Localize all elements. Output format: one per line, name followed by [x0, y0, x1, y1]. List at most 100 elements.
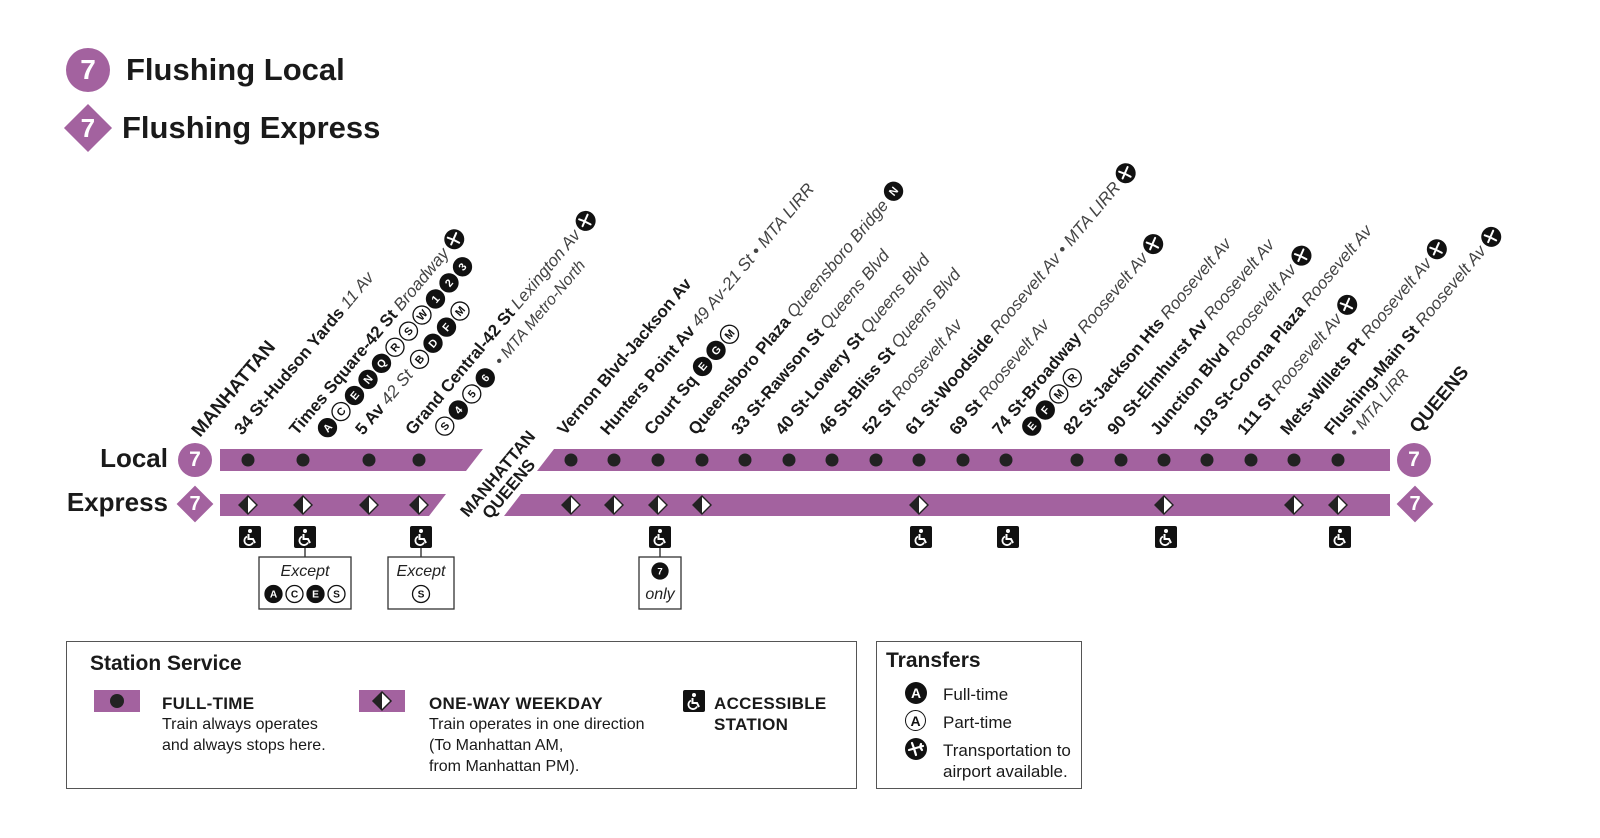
- header-express: 7 Flushing Express: [63, 103, 381, 153]
- accessible-icon: [997, 526, 1019, 548]
- svg-text:7: 7: [657, 566, 662, 577]
- express-one-way-stop-icon: [604, 495, 624, 515]
- local-title: Flushing Local: [126, 52, 345, 87]
- express-one-way-stop-icon: [293, 495, 313, 515]
- local-route-bullet-start: 7: [178, 443, 212, 477]
- route-F-bullet-icon: F: [436, 317, 457, 337]
- airport-icon: [575, 210, 596, 231]
- cross-street: 49 Av-21 St: [684, 250, 759, 334]
- route-E-bullet-icon: E: [306, 584, 325, 604]
- express-title: Flushing Express: [122, 110, 381, 145]
- header-local: 7 Flushing Local: [66, 48, 345, 92]
- airport-icon: [1481, 226, 1502, 247]
- express-one-way-stop-icon: [648, 495, 668, 515]
- local-stop-dot: [296, 453, 310, 467]
- local-stop-dot: [1200, 453, 1214, 467]
- route-C-bullet-icon: C: [285, 584, 304, 604]
- local-stop-dot: [738, 453, 752, 467]
- local-stop-dot: [1114, 453, 1128, 467]
- cross-street: Roosevelt Av: [983, 248, 1065, 341]
- local-stop-dot: [412, 453, 426, 467]
- route-A-bullet-icon: A: [317, 418, 338, 438]
- full-time-route-icon: A: [905, 682, 927, 704]
- accessible-icon: [239, 526, 261, 548]
- airport-icon: [1337, 294, 1358, 315]
- legend-airport-label-1: Transportation to: [943, 741, 1071, 760]
- svg-text:C: C: [291, 590, 299, 601]
- local-stop-dot: [1157, 453, 1171, 467]
- express-one-way-stop-icon: [238, 495, 258, 515]
- accessible-icon: [1329, 526, 1351, 548]
- legend-one-way-head: ONE-WAY WEEKDAY: [429, 694, 603, 713]
- route-D-bullet-icon: D: [423, 333, 443, 353]
- route-5-bullet-icon: 5: [462, 384, 482, 404]
- route-R-bullet-icon: R: [385, 337, 405, 357]
- express-bar-manhattan: [220, 494, 446, 516]
- legend-station-service: Station Service FULL-TIME Train always o…: [66, 641, 857, 789]
- accessible-icon: [294, 526, 316, 548]
- note-text: Except: [281, 563, 330, 580]
- part-time-route-icon: A: [905, 710, 926, 731]
- svg-text:E: E: [312, 590, 319, 601]
- route-B-bullet-icon: B: [409, 349, 430, 369]
- local-stop-dot: [564, 453, 578, 467]
- local-bar-manhattan: [220, 449, 483, 471]
- local-stop-dot: [362, 453, 376, 467]
- route-1-bullet-icon: 1: [425, 289, 446, 309]
- cross-street: 11 Av: [334, 267, 379, 316]
- express-one-way-stop-icon: [409, 495, 429, 515]
- route-N-bullet-icon: N: [883, 181, 904, 201]
- route-A-bullet-icon: A: [264, 584, 283, 604]
- legend-full-time-label: Full-time: [943, 685, 1009, 704]
- local-stop-dot: [999, 453, 1013, 467]
- route-S-bullet-icon: S: [327, 584, 346, 604]
- airport-icon: [1426, 239, 1447, 260]
- local-stop-dot: [607, 453, 621, 467]
- route-E-bullet-icon: E: [1022, 416, 1042, 436]
- route-7-bullet-icon: 7: [651, 562, 669, 580]
- route-E-bullet-icon: E: [692, 356, 713, 377]
- route-R-bullet-icon: R: [1062, 368, 1082, 388]
- local-stop-dot: [695, 453, 709, 467]
- svg-text:S: S: [333, 590, 340, 601]
- route-W-bullet-icon: W: [412, 305, 432, 325]
- route-3-bullet-icon: 3: [452, 257, 473, 277]
- legend-transfers-title: Transfers: [886, 649, 981, 672]
- express-one-way-stop-icon: [692, 495, 712, 515]
- route-7-local-bullet: 7: [66, 48, 110, 92]
- legend-full-time-desc-1: Train always operates: [162, 716, 318, 733]
- local-stop-dot: [1070, 453, 1084, 467]
- borough-label-queens: QUEENS: [1406, 362, 1474, 437]
- svg-text:S: S: [418, 590, 425, 601]
- local-stop-dot: [782, 453, 796, 467]
- route-6-bullet-icon: 6: [475, 368, 495, 388]
- stop-dot-icon: [110, 694, 124, 708]
- express-one-way-stop-icon: [1328, 495, 1348, 515]
- local-stop-dot: [651, 453, 665, 467]
- route-S-bullet-icon: S: [411, 584, 431, 604]
- legend-one-way-desc-3: from Manhattan PM).: [429, 758, 580, 775]
- accessible-icon: [1155, 526, 1177, 548]
- station-name-line: Flushing-Main St Roosevelt Av: [1321, 241, 1491, 439]
- airport-icon: [1143, 234, 1164, 255]
- legend-airport-label-2: airport available.: [943, 762, 1068, 781]
- route-M-bullet-icon: M: [450, 301, 470, 321]
- local-stop-dot: [1244, 453, 1258, 467]
- accessible-icon: [910, 526, 932, 548]
- note-text: Except: [397, 563, 446, 580]
- legend-service-title: Station Service: [90, 652, 242, 675]
- route-M-bullet-icon: M: [1049, 384, 1069, 404]
- rail-connection: • MTA LIRR: [1050, 178, 1124, 261]
- route-M-bullet-icon: M: [719, 324, 740, 344]
- route-2-bullet-icon: 2: [439, 273, 459, 293]
- legend-transfers: Transfers A Full-time A Part-time Transp…: [876, 641, 1082, 789]
- route-E-bullet-icon: E: [344, 385, 365, 406]
- express-one-way-stop-icon: [1284, 495, 1304, 515]
- accessible-icon: [649, 526, 671, 548]
